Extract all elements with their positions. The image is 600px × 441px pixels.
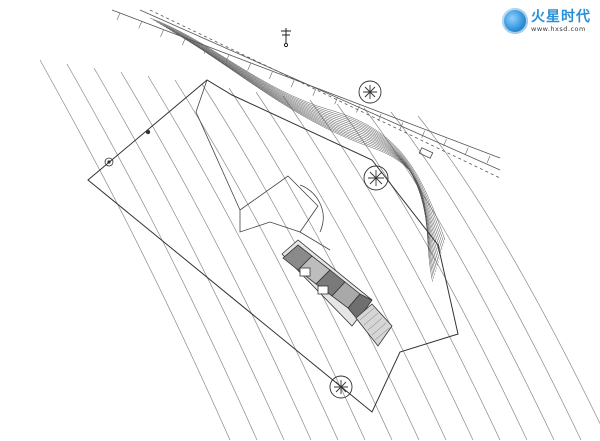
road-tick: [443, 139, 447, 147]
dense-contour-line: [191, 42, 433, 282]
dense-contour-line: [165, 27, 441, 257]
contour-line: [147, 75, 339, 441]
dense-contour-line: [156, 21, 444, 247]
utility-pole-icon: [281, 28, 291, 48]
road-edge-lower: [149, 9, 501, 179]
road-tick: [138, 21, 143, 29]
road-tick: [464, 147, 469, 155]
contour-line: [39, 59, 231, 441]
watermark-url: www.hxsd.com: [531, 24, 586, 33]
trees: [329, 80, 389, 399]
road-tick: [356, 105, 360, 113]
roof-section-e: [347, 293, 373, 321]
contour-line: [66, 63, 258, 441]
contour-line: [228, 87, 420, 441]
building-footprint: [281, 239, 393, 347]
road-tick: [421, 130, 425, 138]
contour-line: [93, 67, 285, 441]
dense-contour-line: [172, 31, 439, 263]
road-tick: [486, 155, 491, 164]
road-tick: [377, 113, 382, 122]
contour-line: [255, 91, 447, 441]
driveway: [239, 175, 331, 251]
contour-lines: [39, 59, 600, 441]
road-tick: [203, 46, 208, 54]
road-tick: [290, 80, 295, 88]
contour-line: [390, 111, 582, 441]
road-edge-middle: [139, 9, 501, 171]
survey-markers: [104, 129, 151, 167]
dense-contour-line: [149, 17, 446, 241]
road-tick-marks: [116, 12, 491, 164]
contour-line: [120, 71, 312, 441]
watermark: 火星时代 www.hxsd.com: [502, 6, 592, 36]
road-tick: [225, 54, 230, 63]
contour-line: [309, 99, 501, 441]
interior-court: [299, 267, 311, 277]
road-tick: [160, 29, 164, 37]
dense-contour-line: [162, 25, 442, 253]
dense-contour-line: [175, 33, 438, 266]
dense-contour-line: [153, 19, 445, 244]
shed: [418, 147, 434, 159]
boundary-inner-line: [195, 79, 241, 211]
road-tick: [269, 71, 273, 80]
interior-court: [317, 285, 329, 295]
road-tick: [247, 63, 251, 71]
tree-icon: [329, 375, 353, 399]
road-tick: [182, 38, 186, 46]
terrace-hatching: [359, 307, 390, 341]
tree-icon: [363, 165, 389, 191]
contour-line: [174, 79, 366, 441]
dense-contour-line: [169, 29, 440, 260]
contour-line: [336, 103, 528, 441]
tree-icon: [358, 80, 382, 104]
survey-marker: [104, 157, 114, 167]
contour-line: [363, 107, 555, 441]
road-tick: [334, 96, 338, 105]
watermark-text: 火星时代 www.hxsd.com: [531, 10, 591, 33]
contour-line: [201, 83, 393, 441]
road-tick: [399, 122, 404, 130]
road-tick: [312, 88, 317, 96]
road: [111, 9, 501, 179]
brand-logo-icon: [502, 8, 528, 34]
road-tick: [116, 12, 121, 21]
watermark-brand: 火星时代: [531, 8, 591, 25]
dense-contour-lines: [149, 17, 446, 282]
dense-contour-line: [159, 23, 443, 250]
property-boundary: [87, 79, 459, 413]
survey-marker: [145, 129, 151, 135]
contour-line: [282, 95, 474, 441]
